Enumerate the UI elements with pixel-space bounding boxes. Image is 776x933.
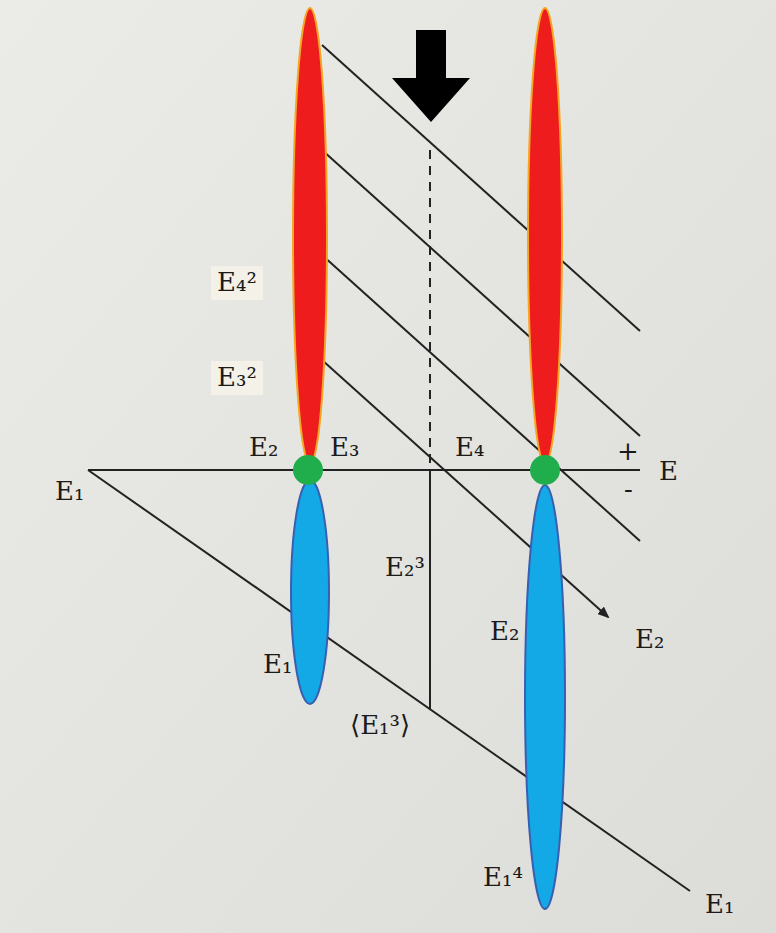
math-label: E₂ [490, 617, 519, 647]
math-label: E₃ [330, 433, 359, 463]
vertical-line [429, 470, 431, 709]
blue-ellipse [291, 480, 329, 704]
protention-line [322, 255, 640, 541]
math-label: E₄ [455, 433, 484, 463]
protention-line [322, 150, 640, 436]
green-dot [293, 455, 323, 485]
retention-line [88, 470, 690, 891]
math-label: E [659, 457, 678, 487]
protention-line [322, 45, 640, 331]
math-label: E₄² [211, 266, 263, 300]
pointer-arrow [392, 30, 470, 122]
math-label: E₂ [249, 433, 278, 463]
math-label: ⟨E₁³⟩ [350, 711, 410, 741]
math-label: E₁ [263, 650, 292, 680]
dashed-vertical [429, 150, 431, 470]
math-label: E₂³ [385, 553, 425, 583]
math-label: E₁ [705, 890, 734, 920]
red-ellipse [293, 8, 327, 464]
red-ellipse [528, 8, 562, 464]
math-label: E₃² [211, 361, 263, 395]
blue-ellipse [525, 485, 565, 909]
math-label: - [624, 475, 633, 505]
math-label: + [617, 437, 639, 467]
math-label: E₂ [635, 625, 664, 655]
arrow-line [322, 360, 608, 617]
green-dot [530, 455, 560, 485]
math-label: E₁ [55, 477, 84, 507]
math-label: E₁⁴ [483, 863, 523, 893]
